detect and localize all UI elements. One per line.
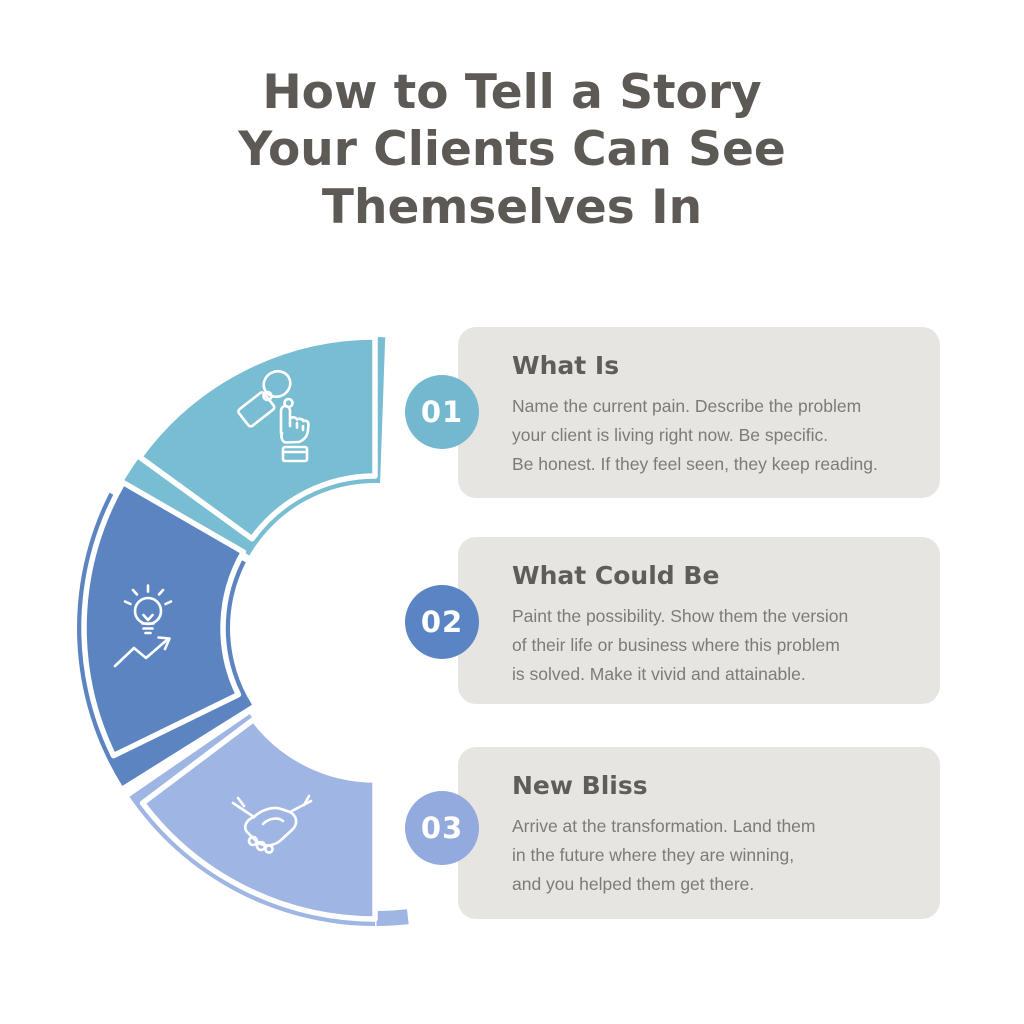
step-card-3: New Bliss Arrive at the transformation. …	[458, 747, 940, 919]
handshake-icon	[231, 794, 313, 854]
step-heading: What Could Be	[512, 561, 720, 590]
step-body: Arrive at the transformation. Land them …	[512, 816, 816, 894]
idea-growth-icon	[113, 584, 173, 668]
wedge-03-body	[139, 716, 378, 922]
step-card-2: What Could Be Paint the possibility. Sho…	[458, 537, 940, 704]
wedge-01-body	[136, 334, 378, 542]
wedge-01	[123, 334, 386, 556]
wedge-02	[77, 479, 253, 786]
step-number-badge-3: 03	[405, 791, 479, 865]
step-number-badge-2: 02	[405, 585, 479, 659]
step-body: Name the current pain. Describe the prob…	[512, 396, 878, 474]
step-number-badge-1: 01	[405, 375, 479, 449]
wedge-03-rim-tail	[376, 909, 409, 926]
step-heading: What Is	[512, 351, 620, 380]
wedge-03	[129, 714, 409, 926]
step-card-1: What Is Name the current pain. Describe …	[458, 327, 940, 498]
pointing-hand-icon	[237, 369, 310, 463]
page-title: How to Tell a Story Your Clients Can See…	[238, 65, 786, 235]
step-heading: New Bliss	[512, 771, 648, 800]
wedge-02-body	[81, 479, 247, 759]
step-body: Paint the possibility. Show them the ver…	[512, 606, 849, 684]
